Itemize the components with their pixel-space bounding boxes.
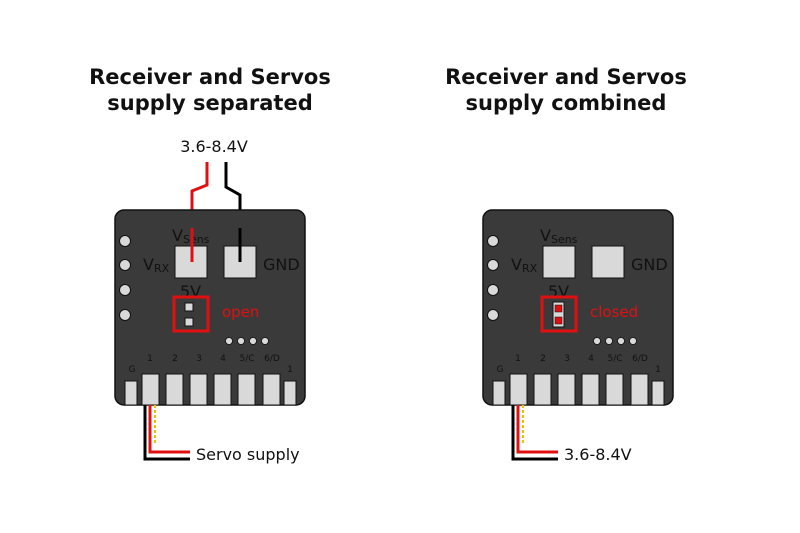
right-servo-header	[492, 373, 665, 406]
right-channel-labels: G 1 2 3 4 5/C 6/D 1	[497, 354, 661, 375]
right-supply-red-wire	[516, 405, 558, 454]
left-panel: 3.6-8.4V VSens VRX GND 5V open	[114, 137, 306, 464]
right-vrx-label: VRX	[511, 255, 538, 275]
right-jumper-cap	[552, 301, 565, 328]
svg-text:2: 2	[540, 354, 546, 364]
svg-text:3: 3	[564, 354, 570, 364]
svg-text:2: 2	[172, 354, 178, 364]
right-side-holes	[487, 235, 499, 321]
right-jumper-pin-bottom	[554, 316, 563, 325]
left-jumper-frame	[172, 295, 210, 333]
left-bottom-label: Servo supply	[196, 445, 300, 464]
left-supply-red-wire	[148, 405, 190, 454]
svg-text:3: 3	[196, 354, 202, 364]
left-gnd-label: GND	[263, 255, 300, 274]
left-jumper-pin-top	[184, 302, 194, 312]
left-channel-labels: G 1 2 3 4 5/C 6/D 1	[129, 354, 293, 375]
left-top-input-label: 3.6-8.4V	[180, 137, 248, 156]
left-servo-header	[124, 373, 297, 406]
left-supply-black-wire	[143, 405, 190, 461]
left-led-dots	[225, 337, 269, 345]
right-panel-title: Receiver and Servos supply combined	[406, 64, 726, 116]
svg-text:6/D: 6/D	[264, 354, 280, 364]
right-gnd-label: GND	[631, 255, 668, 274]
right-gnd-pad	[591, 245, 625, 279]
right-title-line2: supply combined	[465, 91, 667, 115]
right-panel: VSens VRX GND 5V closed G 1 2 3 4 5/C 6/…	[482, 209, 674, 464]
right-vsens-label: VSens	[540, 226, 578, 246]
svg-text:G: G	[129, 365, 136, 375]
left-jumper-state: open	[222, 303, 259, 321]
right-supply-black-wire	[511, 405, 558, 461]
left-title-line1: Receiver and Servos	[89, 65, 331, 89]
right-title-line1: Receiver and Servos	[445, 65, 687, 89]
left-board	[114, 209, 306, 406]
left-title-line2: supply separated	[107, 91, 313, 115]
svg-text:5/C: 5/C	[239, 354, 254, 364]
left-vrx-label: VRX	[143, 255, 170, 275]
svg-text:5/C: 5/C	[607, 354, 622, 364]
left-vsens-label: VSens	[172, 226, 210, 246]
svg-text:1: 1	[147, 354, 153, 364]
right-vrx-pad	[542, 245, 576, 279]
right-board	[482, 209, 674, 406]
svg-text:1: 1	[655, 365, 661, 375]
left-jumper-pin-bottom	[184, 317, 194, 327]
svg-text:1: 1	[515, 354, 521, 364]
right-bottom-label: 3.6-8.4V	[564, 445, 632, 464]
right-jumper-frame	[540, 295, 578, 333]
svg-text:4: 4	[220, 354, 226, 364]
left-panel-title: Receiver and Servos supply separated	[50, 64, 370, 116]
svg-text:G: G	[497, 365, 504, 375]
left-side-holes	[119, 235, 131, 321]
svg-text:1: 1	[287, 365, 293, 375]
right-jumper-pin-top	[554, 304, 563, 313]
right-led-dots	[593, 337, 637, 345]
svg-text:4: 4	[588, 354, 594, 364]
right-jumper-state: closed	[590, 303, 638, 321]
svg-text:6/D: 6/D	[632, 354, 648, 364]
